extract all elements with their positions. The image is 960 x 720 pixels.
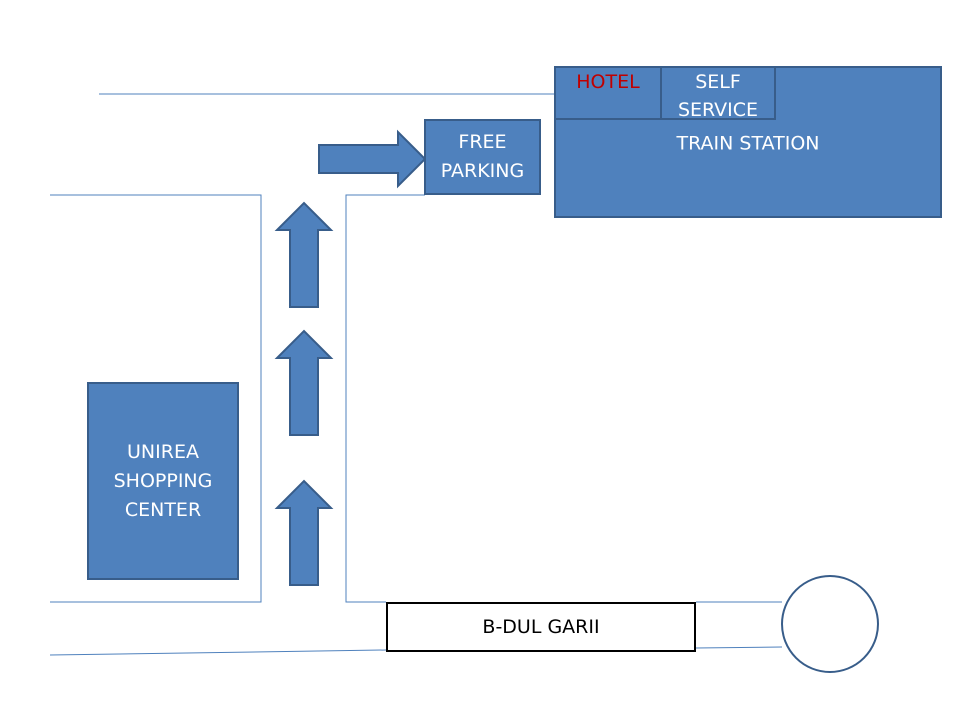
street-name: B-DUL GARII [482,616,600,638]
road-edge-bottom [49,649,387,656]
street-name-label: B-DUL GARII [386,602,696,652]
arrow-right-icon [318,129,427,189]
hotel-label: HOTEL [576,71,640,93]
arrow-up-icon [274,479,334,586]
roundabout-icon [781,575,879,673]
arrow-up-icon [274,201,334,308]
train-station-label: TRAIN STATION [676,132,820,155]
road-edge-left-block [50,194,262,603]
self-service: SELF SERVICE [660,66,776,121]
self-service-label: SELF SERVICE [677,71,759,121]
free-parking: FREE PARKING [424,119,541,195]
shopping-center-label: UNIREA SHOPPING CENTER [113,440,213,521]
road-edge-bottom-right [695,646,783,649]
route-arrows [274,129,427,586]
shopping-center: UNIREA SHOPPING CENTER [87,382,239,580]
hotel: HOTEL [554,66,662,120]
arrow-up-icon [274,329,334,436]
free-parking-label: FREE PARKING [440,131,525,182]
road-edge-right-block [345,194,425,603]
road-outlines [49,93,783,656]
